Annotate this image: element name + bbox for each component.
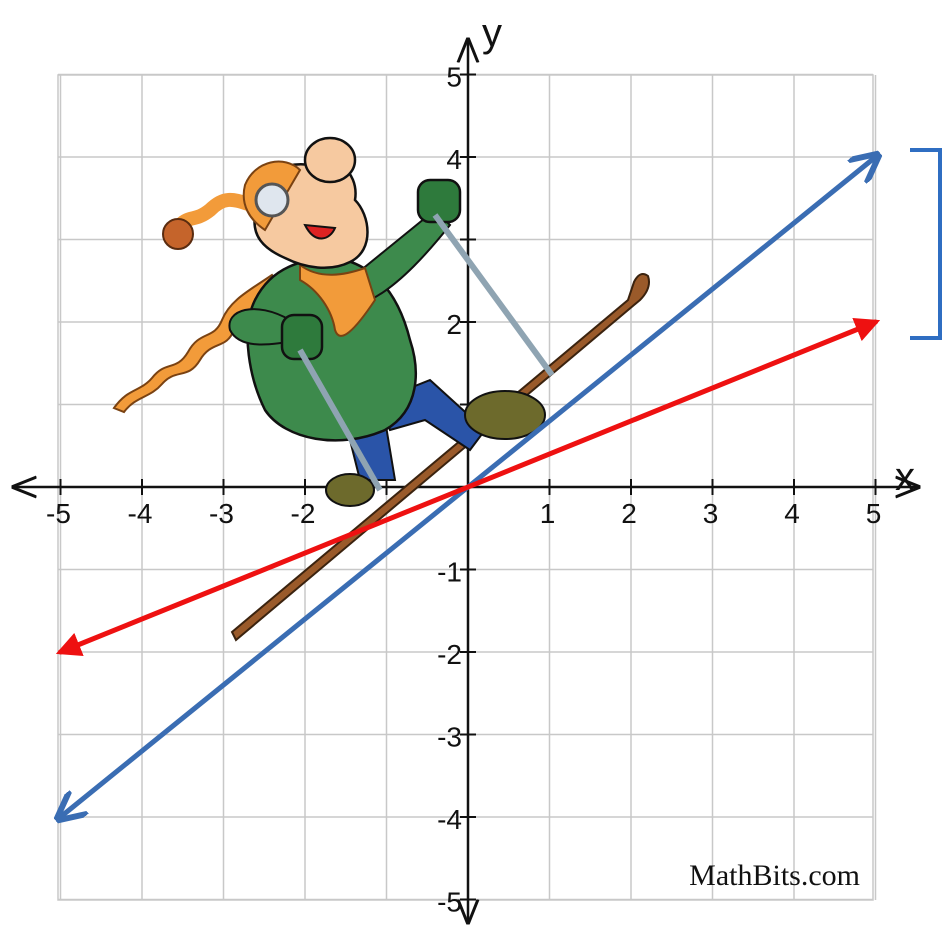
y-axis-label: y	[482, 11, 502, 55]
x-tick-label: -5	[46, 498, 71, 529]
x-tick-label: 5	[866, 498, 882, 529]
pompom	[162, 218, 194, 250]
series-lines	[61, 157, 876, 817]
x-tick-label: 1	[540, 498, 556, 529]
y-tick-label: -3	[437, 722, 462, 753]
y-tick-label: -2	[437, 639, 462, 670]
y-tick-label: -5	[437, 887, 462, 918]
y-tick-label: -1	[437, 557, 462, 588]
series-line-2	[55, 317, 881, 657]
y-tick-label: 4	[446, 144, 462, 175]
x-tick-label: -2	[291, 498, 316, 529]
x-tick-label: 4	[784, 498, 800, 529]
x-tick-label: 2	[621, 498, 637, 529]
y-tick-label: -4	[437, 804, 462, 835]
x-tick-label: 3	[703, 498, 719, 529]
y-tick-label: 5	[446, 62, 462, 93]
credit-label: MathBits.com	[689, 859, 860, 892]
boot-back	[325, 473, 375, 507]
x-tick-label: -4	[128, 498, 153, 529]
y-tick-label: 2	[446, 309, 462, 340]
x-axis-label: x	[895, 455, 915, 499]
goggle	[254, 182, 290, 218]
nose	[303, 136, 357, 184]
bracket	[910, 148, 942, 340]
x-tick-label: -3	[209, 498, 234, 529]
